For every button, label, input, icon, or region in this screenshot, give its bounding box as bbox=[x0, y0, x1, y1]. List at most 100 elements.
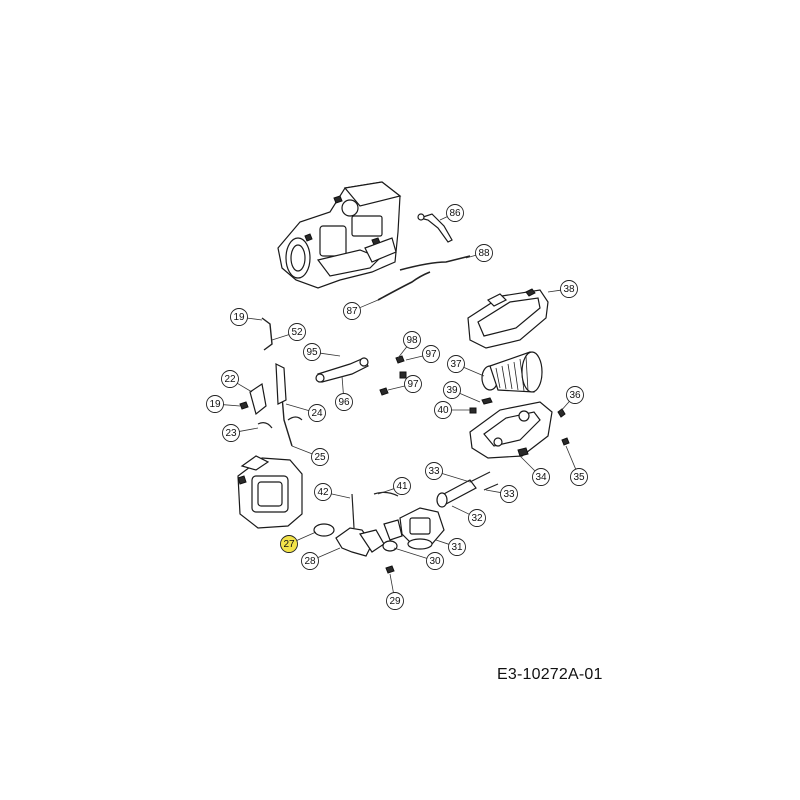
callout-31: 31 bbox=[448, 538, 466, 556]
callout-label-36: 36 bbox=[569, 390, 581, 401]
callout-label-40: 40 bbox=[437, 405, 449, 416]
leader-line-23 bbox=[239, 427, 259, 432]
callout-label-87: 87 bbox=[346, 306, 358, 317]
callout-label-29: 29 bbox=[389, 596, 401, 607]
callout-label-42: 42 bbox=[317, 487, 329, 498]
callout-label-96: 96 bbox=[338, 397, 350, 408]
callout-circle-19 bbox=[206, 395, 224, 413]
callout-circle-97 bbox=[422, 345, 440, 363]
callout-41: 41 bbox=[393, 477, 411, 495]
leader-line-24 bbox=[285, 403, 309, 412]
callout-circle-98 bbox=[403, 331, 421, 349]
callout-label-34: 34 bbox=[535, 472, 547, 483]
callout-label-24: 24 bbox=[311, 408, 323, 419]
callout-circle-41 bbox=[393, 477, 411, 495]
gasket-27 bbox=[313, 523, 335, 537]
callout-circle-86 bbox=[446, 204, 464, 222]
callout-label-19: 19 bbox=[233, 312, 245, 323]
intake-tube-33 bbox=[436, 471, 499, 508]
callout-label-41: 41 bbox=[396, 481, 408, 492]
callout-label-31: 31 bbox=[451, 542, 463, 553]
callout-label-95: 95 bbox=[306, 347, 318, 358]
callout-circle-33 bbox=[425, 462, 443, 480]
leader-line-86 bbox=[439, 216, 448, 221]
engine-block bbox=[277, 181, 402, 289]
callout-circle-95 bbox=[303, 343, 321, 361]
callout-circle-19 bbox=[230, 308, 248, 326]
callout-86: 86 bbox=[446, 204, 464, 222]
intake-manifold-28 bbox=[335, 491, 399, 557]
callout-37: 37 bbox=[447, 355, 465, 373]
callout-88: 88 bbox=[475, 244, 493, 262]
callout-label-52: 52 bbox=[291, 327, 303, 338]
leader-line-33 bbox=[485, 489, 501, 493]
callout-25: 25 bbox=[311, 448, 329, 466]
leader-line-19 bbox=[223, 404, 241, 407]
callout-circle-38 bbox=[560, 280, 578, 298]
callout-circle-28 bbox=[301, 552, 319, 570]
leader-lines bbox=[223, 216, 577, 593]
callout-label-25: 25 bbox=[314, 452, 326, 463]
leader-line-27 bbox=[296, 531, 317, 541]
callout-circle-32 bbox=[468, 509, 486, 527]
callout-40: 40 bbox=[434, 401, 452, 419]
callout-circle-29 bbox=[386, 592, 404, 610]
callout-38: 38 bbox=[560, 280, 578, 298]
leader-line-31 bbox=[435, 539, 450, 545]
callout-36: 36 bbox=[566, 386, 584, 404]
callout-95: 95 bbox=[303, 343, 321, 361]
drawing-number: E3-10272A-01 bbox=[497, 666, 603, 683]
leader-line-39 bbox=[459, 392, 481, 403]
callout-label-30: 30 bbox=[429, 556, 441, 567]
leader-line-98 bbox=[397, 346, 408, 359]
callout-32: 32 bbox=[468, 509, 486, 527]
callout-label-19: 19 bbox=[209, 399, 221, 410]
filter-element-37 bbox=[481, 351, 543, 393]
callout-circle-25 bbox=[311, 448, 329, 466]
callout-label-97: 97 bbox=[425, 349, 437, 360]
callout-circle-96 bbox=[335, 393, 353, 411]
callout-circle-39 bbox=[443, 381, 461, 399]
callout-23: 23 bbox=[222, 424, 240, 442]
callout-label-33: 33 bbox=[503, 489, 515, 500]
leader-line-37 bbox=[463, 366, 485, 377]
callout-circle-22 bbox=[221, 370, 239, 388]
callout-circle-42 bbox=[314, 483, 332, 501]
callout-29: 29 bbox=[386, 592, 404, 610]
callout-label-97: 97 bbox=[407, 379, 419, 390]
callout-97: 97 bbox=[422, 345, 440, 363]
leader-line-52 bbox=[271, 334, 290, 341]
leader-line-34 bbox=[519, 455, 536, 472]
cable-87-88 bbox=[377, 255, 471, 301]
leader-line-36 bbox=[559, 401, 570, 413]
leader-line-96 bbox=[341, 375, 344, 394]
cylinder-head bbox=[237, 455, 303, 529]
leader-line-29 bbox=[389, 573, 394, 593]
callout-28: 28 bbox=[301, 552, 319, 570]
callout-circle-27 bbox=[280, 535, 298, 553]
callout-circle-97 bbox=[404, 375, 422, 393]
callout-circle-33 bbox=[500, 485, 518, 503]
callout-circle-36 bbox=[566, 386, 584, 404]
leader-line-35 bbox=[565, 445, 577, 470]
callout-33: 33 bbox=[500, 485, 518, 503]
callout-label-39: 39 bbox=[446, 385, 458, 396]
callout-circle-88 bbox=[475, 244, 493, 262]
callout-label-32: 32 bbox=[471, 513, 483, 524]
callout-42: 42 bbox=[314, 483, 332, 501]
callout-35: 35 bbox=[570, 468, 588, 486]
leader-line-88 bbox=[465, 254, 476, 259]
callout-label-86: 86 bbox=[449, 208, 461, 219]
leader-line-42 bbox=[331, 493, 351, 499]
callout-98: 98 bbox=[403, 331, 421, 349]
leader-line-30 bbox=[393, 547, 428, 559]
leader-line-97 bbox=[387, 385, 405, 391]
callout-circle-34 bbox=[532, 468, 550, 486]
screws bbox=[239, 355, 570, 574]
callout-label-38: 38 bbox=[563, 284, 575, 295]
carburetor-31 bbox=[383, 507, 445, 550]
callout-circle-52 bbox=[288, 323, 306, 341]
callout-19: 19 bbox=[230, 308, 248, 326]
